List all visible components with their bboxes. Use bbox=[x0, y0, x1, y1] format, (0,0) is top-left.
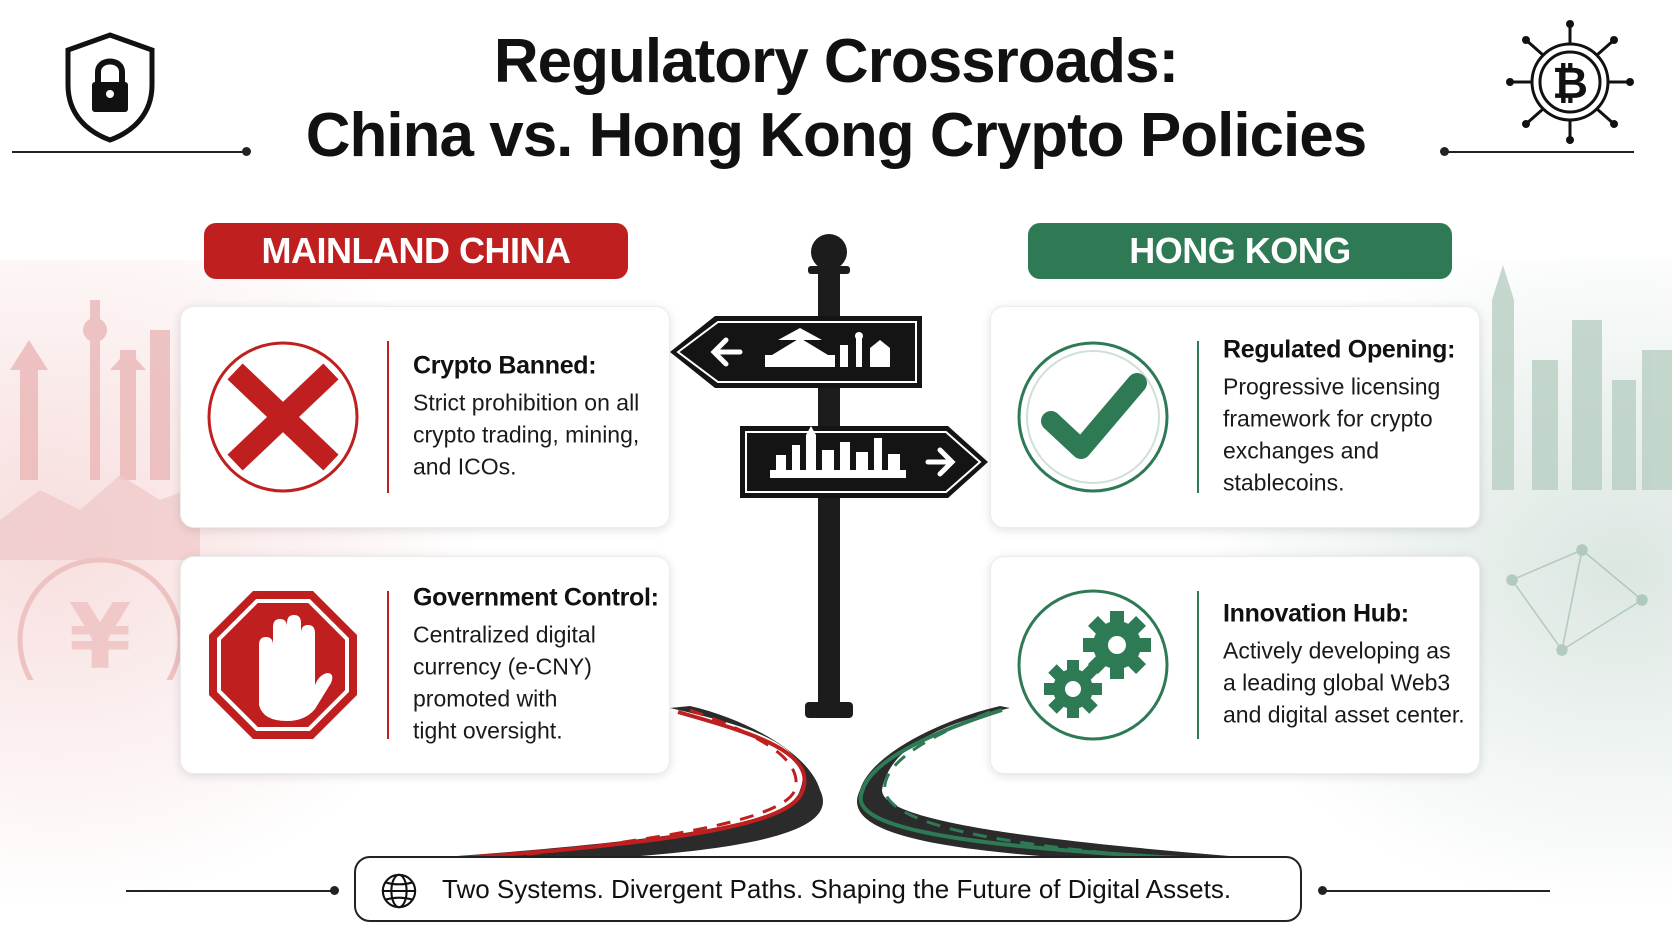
title-divider-right-dot bbox=[1440, 147, 1449, 156]
hk-card-regulated-opening: Regulated Opening: Progressive licensing… bbox=[990, 306, 1480, 528]
card-body-line: Strict prohibition on all bbox=[413, 389, 640, 416]
right-arrow-sign bbox=[740, 426, 988, 498]
card-heading: Regulated Opening: bbox=[1223, 335, 1456, 364]
card-body-line: framework for crypto bbox=[1223, 405, 1433, 432]
card-body-line: and ICOs. bbox=[413, 453, 517, 480]
card-body-line: Progressive licensing bbox=[1223, 373, 1441, 400]
signpost-illustration bbox=[670, 234, 988, 718]
left-arrow-sign bbox=[670, 316, 922, 388]
card-body-line: Centralized digital bbox=[413, 621, 596, 648]
footer-divider-left-dot bbox=[330, 886, 339, 895]
card-body-line: exchanges and bbox=[1223, 437, 1380, 464]
card-heading: Government Control: bbox=[413, 583, 659, 612]
hk-card-innovation-hub: Innovation Hub: Actively developing as a… bbox=[990, 556, 1480, 774]
red-x-icon bbox=[207, 341, 359, 493]
card-divider bbox=[1197, 341, 1199, 493]
lock-shield-icon bbox=[65, 32, 155, 143]
page-title-line-1: Regulatory Crossroads: bbox=[493, 27, 1179, 96]
card-body-line: currency (e-CNY) bbox=[413, 653, 592, 680]
title-divider-right bbox=[1446, 151, 1634, 153]
svg-text:₿: ₿ bbox=[1552, 58, 1588, 109]
card-body-line: stablecoins. bbox=[1223, 469, 1345, 496]
card-heading: Innovation Hub: bbox=[1223, 599, 1409, 628]
china-skyline-illustration: ¥ bbox=[0, 300, 200, 680]
title-divider-left bbox=[12, 151, 244, 153]
card-body-line: tight oversight. bbox=[413, 717, 563, 744]
title-divider-left-dot bbox=[242, 147, 251, 156]
hongkong-skyline-illustration bbox=[1492, 265, 1672, 656]
card-divider bbox=[387, 341, 389, 493]
china-card-government-control: Government Control: Centralized digital … bbox=[180, 556, 670, 774]
mainland-china-label: MAINLAND CHINA bbox=[204, 223, 628, 279]
page-title-line-2: China vs. Hong Kong Crypto Policies bbox=[305, 101, 1367, 170]
china-card-crypto-banned: Crypto Banned: Strict prohibition on all… bbox=[180, 306, 670, 528]
footer-divider-right bbox=[1326, 890, 1550, 892]
footer-banner: Two Systems. Divergent Paths. Shaping th… bbox=[354, 856, 1302, 922]
bitcoin-network-icon: ₿ bbox=[1506, 20, 1634, 144]
card-heading: Crypto Banned: bbox=[413, 351, 597, 380]
card-divider bbox=[1197, 591, 1199, 739]
card-body-line: Actively developing as bbox=[1223, 637, 1451, 664]
footer-divider-left bbox=[126, 890, 336, 892]
card-body-line: and digital asset center. bbox=[1223, 701, 1465, 728]
green-check-icon bbox=[1017, 341, 1169, 493]
globe-icon bbox=[381, 873, 417, 909]
card-divider bbox=[387, 591, 389, 739]
arrow-right-icon bbox=[925, 447, 956, 477]
yuan-icon: ¥ bbox=[69, 585, 132, 680]
footer-divider-right-dot bbox=[1318, 886, 1327, 895]
arrow-left-icon bbox=[710, 337, 743, 367]
footer-tagline: Two Systems. Divergent Paths. Shaping th… bbox=[442, 874, 1232, 904]
card-body-line: a leading global Web3 bbox=[1223, 669, 1451, 696]
card-body-line: crypto trading, mining, bbox=[413, 421, 640, 448]
diverging-roads-illustration bbox=[400, 706, 1280, 860]
stop-hand-icon bbox=[209, 591, 357, 739]
hong-kong-label: HONG KONG bbox=[1028, 223, 1452, 279]
card-body-line: promoted with bbox=[413, 685, 558, 712]
gears-icon bbox=[1017, 589, 1169, 741]
